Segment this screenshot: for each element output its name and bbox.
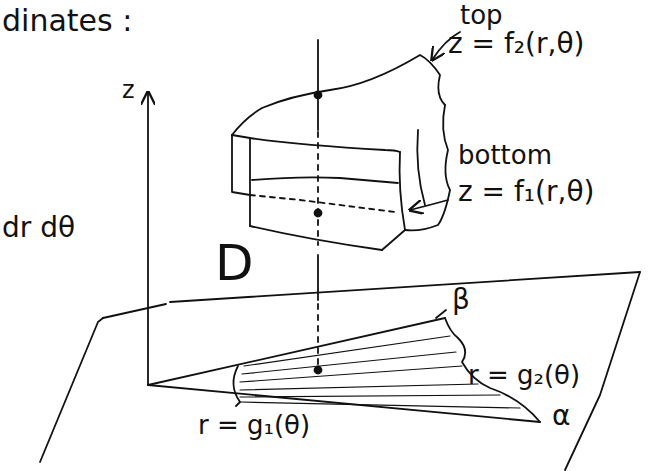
- solid-right-rough: [405, 105, 450, 230]
- surface-label: top: [460, 2, 503, 28]
- leader: [436, 310, 446, 318]
- curve-label: r = g₁(θ): [198, 412, 310, 438]
- region-name: D: [215, 238, 254, 288]
- inner-curve: [233, 366, 240, 406]
- curve-label: r = g₂(θ): [468, 362, 580, 388]
- ray-beta: [148, 318, 445, 385]
- integral-fragment: dr dθ: [2, 214, 75, 242]
- angle-label: β: [452, 286, 470, 314]
- solid-dashed: [250, 195, 395, 212]
- vertical-line: [317, 40, 319, 130]
- solid-top: [232, 55, 445, 135]
- solid-left: [232, 135, 250, 195]
- solid-edge: [249, 138, 251, 226]
- solid-right: [382, 152, 405, 250]
- heading-fragment: dinates :: [2, 6, 132, 36]
- angle-label: α: [552, 402, 570, 430]
- vertical-line: [317, 132, 319, 245]
- leader: [410, 200, 448, 210]
- solid-bottom: [250, 226, 382, 250]
- solid-texture: [417, 130, 425, 205]
- surface-formula: z = f₂(r,θ): [448, 30, 584, 58]
- solid-front: [232, 135, 400, 152]
- plane-edge: [103, 304, 166, 318]
- surface-formula: z = f₁(r,θ): [458, 178, 594, 206]
- solid-middle: [252, 177, 398, 183]
- vertical-line: [317, 304, 319, 366]
- plane: [40, 318, 103, 462]
- axis-label: z: [122, 78, 135, 102]
- surface-label: bottom: [458, 142, 552, 168]
- z-axis: [147, 92, 149, 385]
- vertical-line: [317, 255, 319, 300]
